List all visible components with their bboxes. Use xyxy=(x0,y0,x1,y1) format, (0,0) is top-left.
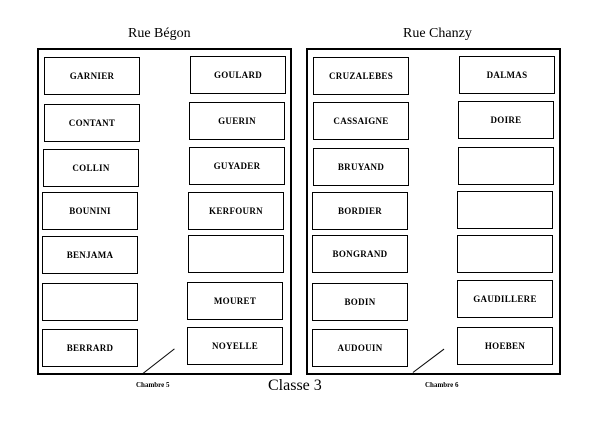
desk-name: MOURET xyxy=(213,296,257,306)
desk-name: GUYADER xyxy=(213,161,261,171)
desk-name: AUDOUIN xyxy=(337,343,383,353)
desk-name: BOUNINI xyxy=(69,206,111,216)
desk-name: DOIRE xyxy=(490,115,522,125)
desk: GAUDILLERE xyxy=(457,280,553,318)
desk: BODIN xyxy=(312,283,408,321)
desk-name: GARNIER xyxy=(69,71,115,81)
desk xyxy=(457,235,553,273)
desk: NOYELLE xyxy=(187,327,283,365)
desk-name: BERRARD xyxy=(66,343,114,353)
desk-name: CASSAIGNE xyxy=(333,116,389,126)
desk: GUERIN xyxy=(189,102,285,140)
room-chambre-6 xyxy=(306,48,561,375)
desk: DOIRE xyxy=(458,101,554,139)
desk: AUDOUIN xyxy=(312,329,408,367)
desk-name: BODIN xyxy=(344,297,376,307)
desk: HOEBEN xyxy=(457,327,553,365)
room-chambre-5 xyxy=(37,48,292,375)
desk-name: CONTANT xyxy=(68,118,116,128)
desk: GUYADER xyxy=(189,147,285,185)
desk xyxy=(188,235,284,273)
desk: KERFOURN xyxy=(188,192,284,230)
desk: COLLIN xyxy=(43,149,139,187)
desk-name: BORDIER xyxy=(337,206,383,216)
desk xyxy=(457,191,553,229)
desk: BONGRAND xyxy=(312,235,408,273)
desk xyxy=(42,283,138,321)
class-label: Classe 3 xyxy=(268,377,322,394)
desk: BERRARD xyxy=(42,329,138,367)
desk-name: BONGRAND xyxy=(332,249,388,259)
desk: BORDIER xyxy=(312,192,408,230)
desk-name: DALMAS xyxy=(486,70,528,80)
desk: BRUYAND xyxy=(313,148,409,186)
desk-name: GAUDILLERE xyxy=(473,294,537,304)
desk-name: GUERIN xyxy=(218,116,256,126)
desk-name: BENJAMA xyxy=(66,250,114,260)
desk: CASSAIGNE xyxy=(313,102,409,140)
desk-name: HOEBEN xyxy=(484,341,526,351)
desk-name: GOULARD xyxy=(213,70,263,80)
desk: BOUNINI xyxy=(42,192,138,230)
room-label-chambre-5: Chambre 5 xyxy=(136,381,170,389)
desk: CRUZALEBES xyxy=(313,57,409,95)
desk-name: COLLIN xyxy=(72,163,110,173)
desk-name: BRUYAND xyxy=(337,162,385,172)
desk: GARNIER xyxy=(44,57,140,95)
street-title-chanzy: Rue Chanzy xyxy=(403,26,472,41)
desk xyxy=(458,147,554,185)
desk: BENJAMA xyxy=(42,236,138,274)
desk: CONTANT xyxy=(44,104,140,142)
desk-name: KERFOURN xyxy=(209,206,263,216)
desk: DALMAS xyxy=(459,56,555,94)
street-title-begon: Rue Bégon xyxy=(128,26,191,41)
desk-name: CRUZALEBES xyxy=(328,71,394,81)
desk: MOURET xyxy=(187,282,283,320)
room-label-chambre-6: Chambre 6 xyxy=(425,381,459,389)
desk-name: NOYELLE xyxy=(211,341,259,351)
desk: GOULARD xyxy=(190,56,286,94)
